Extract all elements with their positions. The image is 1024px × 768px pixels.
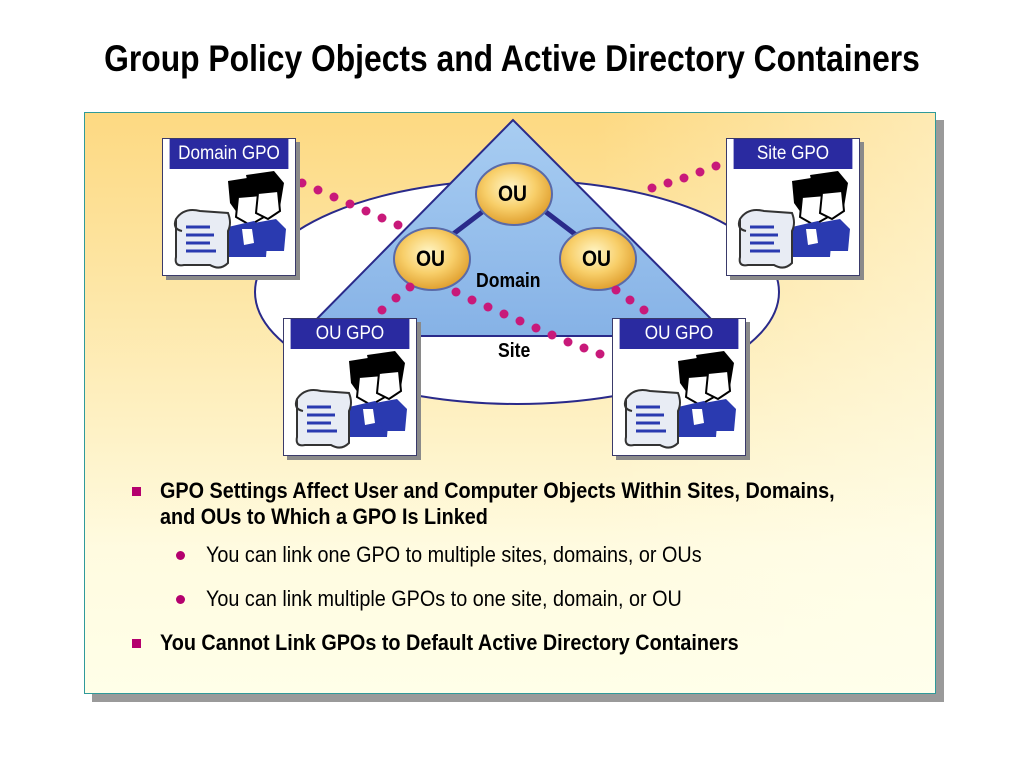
- square-bullet-icon: [132, 487, 141, 496]
- user-with-document-icon: [284, 351, 416, 451]
- link-site-gpo: [647, 161, 721, 193]
- slide-title: Group Policy Objects and Active Director…: [104, 38, 920, 79]
- bullet-text: You Cannot Link GPOs to Default Active D…: [160, 630, 739, 655]
- site-gpo-card: Site GPO: [726, 138, 860, 276]
- domain-label: Domain: [476, 270, 541, 292]
- link-ou-gpo-right: [611, 285, 649, 315]
- sub-bullet-text: You can link one GPO to multiple sites, …: [206, 542, 702, 567]
- user-with-document-icon: [613, 351, 745, 451]
- ou-gpo-card-left: OU GPO: [283, 318, 417, 456]
- user-with-document-icon: [163, 171, 295, 271]
- gpo-card-title: Domain GPO: [169, 139, 289, 169]
- ou-gpo-card-right: OU GPO: [612, 318, 746, 456]
- ou-oval-left: [393, 227, 471, 291]
- bullet-item: GPO Settings Affect User and Computer Ob…: [130, 478, 910, 530]
- ou-oval-right: [559, 227, 637, 291]
- ou-label-right: OU: [582, 246, 612, 271]
- sub-bullet-item: You can link multiple GPOs to one site, …: [130, 586, 910, 612]
- ou-label-left: OU: [416, 246, 446, 271]
- ou-oval-top: [475, 162, 553, 226]
- bullet-item: You Cannot Link GPOs to Default Active D…: [130, 630, 910, 656]
- round-bullet-icon: [176, 551, 185, 560]
- bullet-list: GPO Settings Affect User and Computer Ob…: [130, 478, 910, 668]
- user-with-document-icon: [727, 171, 859, 271]
- link-ou-gpo-left: [377, 282, 415, 315]
- ou-label-top: OU: [498, 181, 528, 206]
- domain-gpo-card: Domain GPO: [162, 138, 296, 276]
- sub-bullet-text: You can link multiple GPOs to one site, …: [206, 586, 682, 611]
- link-domain-gpo: [297, 178, 403, 230]
- sub-bullet-item: You can link one GPO to multiple sites, …: [130, 542, 910, 568]
- site-label: Site: [498, 340, 531, 362]
- gpo-card-title: Site GPO: [733, 139, 853, 169]
- gpo-card-title: OU GPO: [619, 319, 739, 349]
- link-ou-gpo-right-long: [451, 287, 605, 359]
- bullet-text: GPO Settings Affect User and Computer Ob…: [160, 478, 835, 529]
- square-bullet-icon: [132, 639, 141, 648]
- gpo-card-title: OU GPO: [290, 319, 410, 349]
- round-bullet-icon: [176, 595, 185, 604]
